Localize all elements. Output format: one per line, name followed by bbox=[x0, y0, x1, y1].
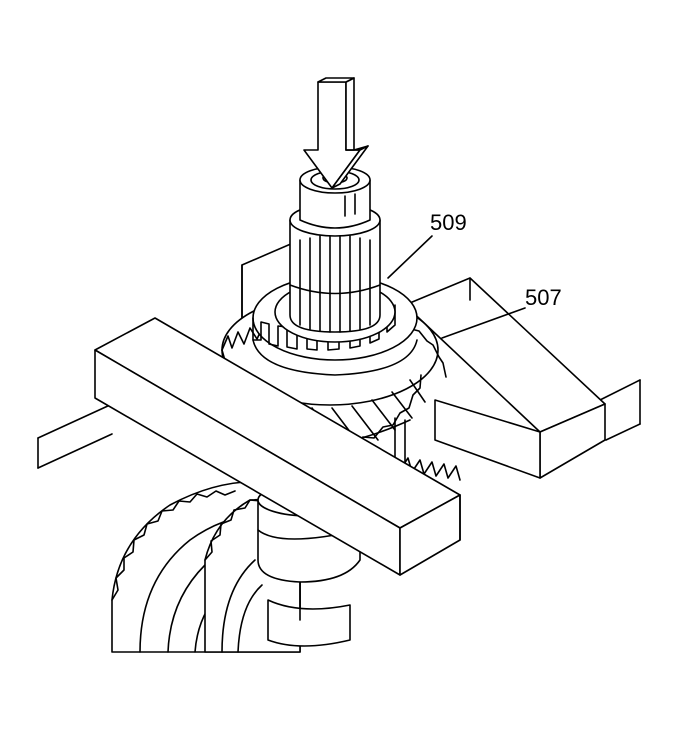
callout-507: 507 bbox=[525, 285, 562, 310]
callout-509: 509 bbox=[430, 210, 467, 235]
splined-shaft bbox=[289, 166, 381, 333]
front-press-block bbox=[94, 317, 461, 576]
right-support-block bbox=[404, 277, 606, 479]
support-rails bbox=[37, 379, 641, 651]
down-arrow-icon bbox=[303, 77, 369, 189]
leader-lines bbox=[387, 235, 526, 339]
